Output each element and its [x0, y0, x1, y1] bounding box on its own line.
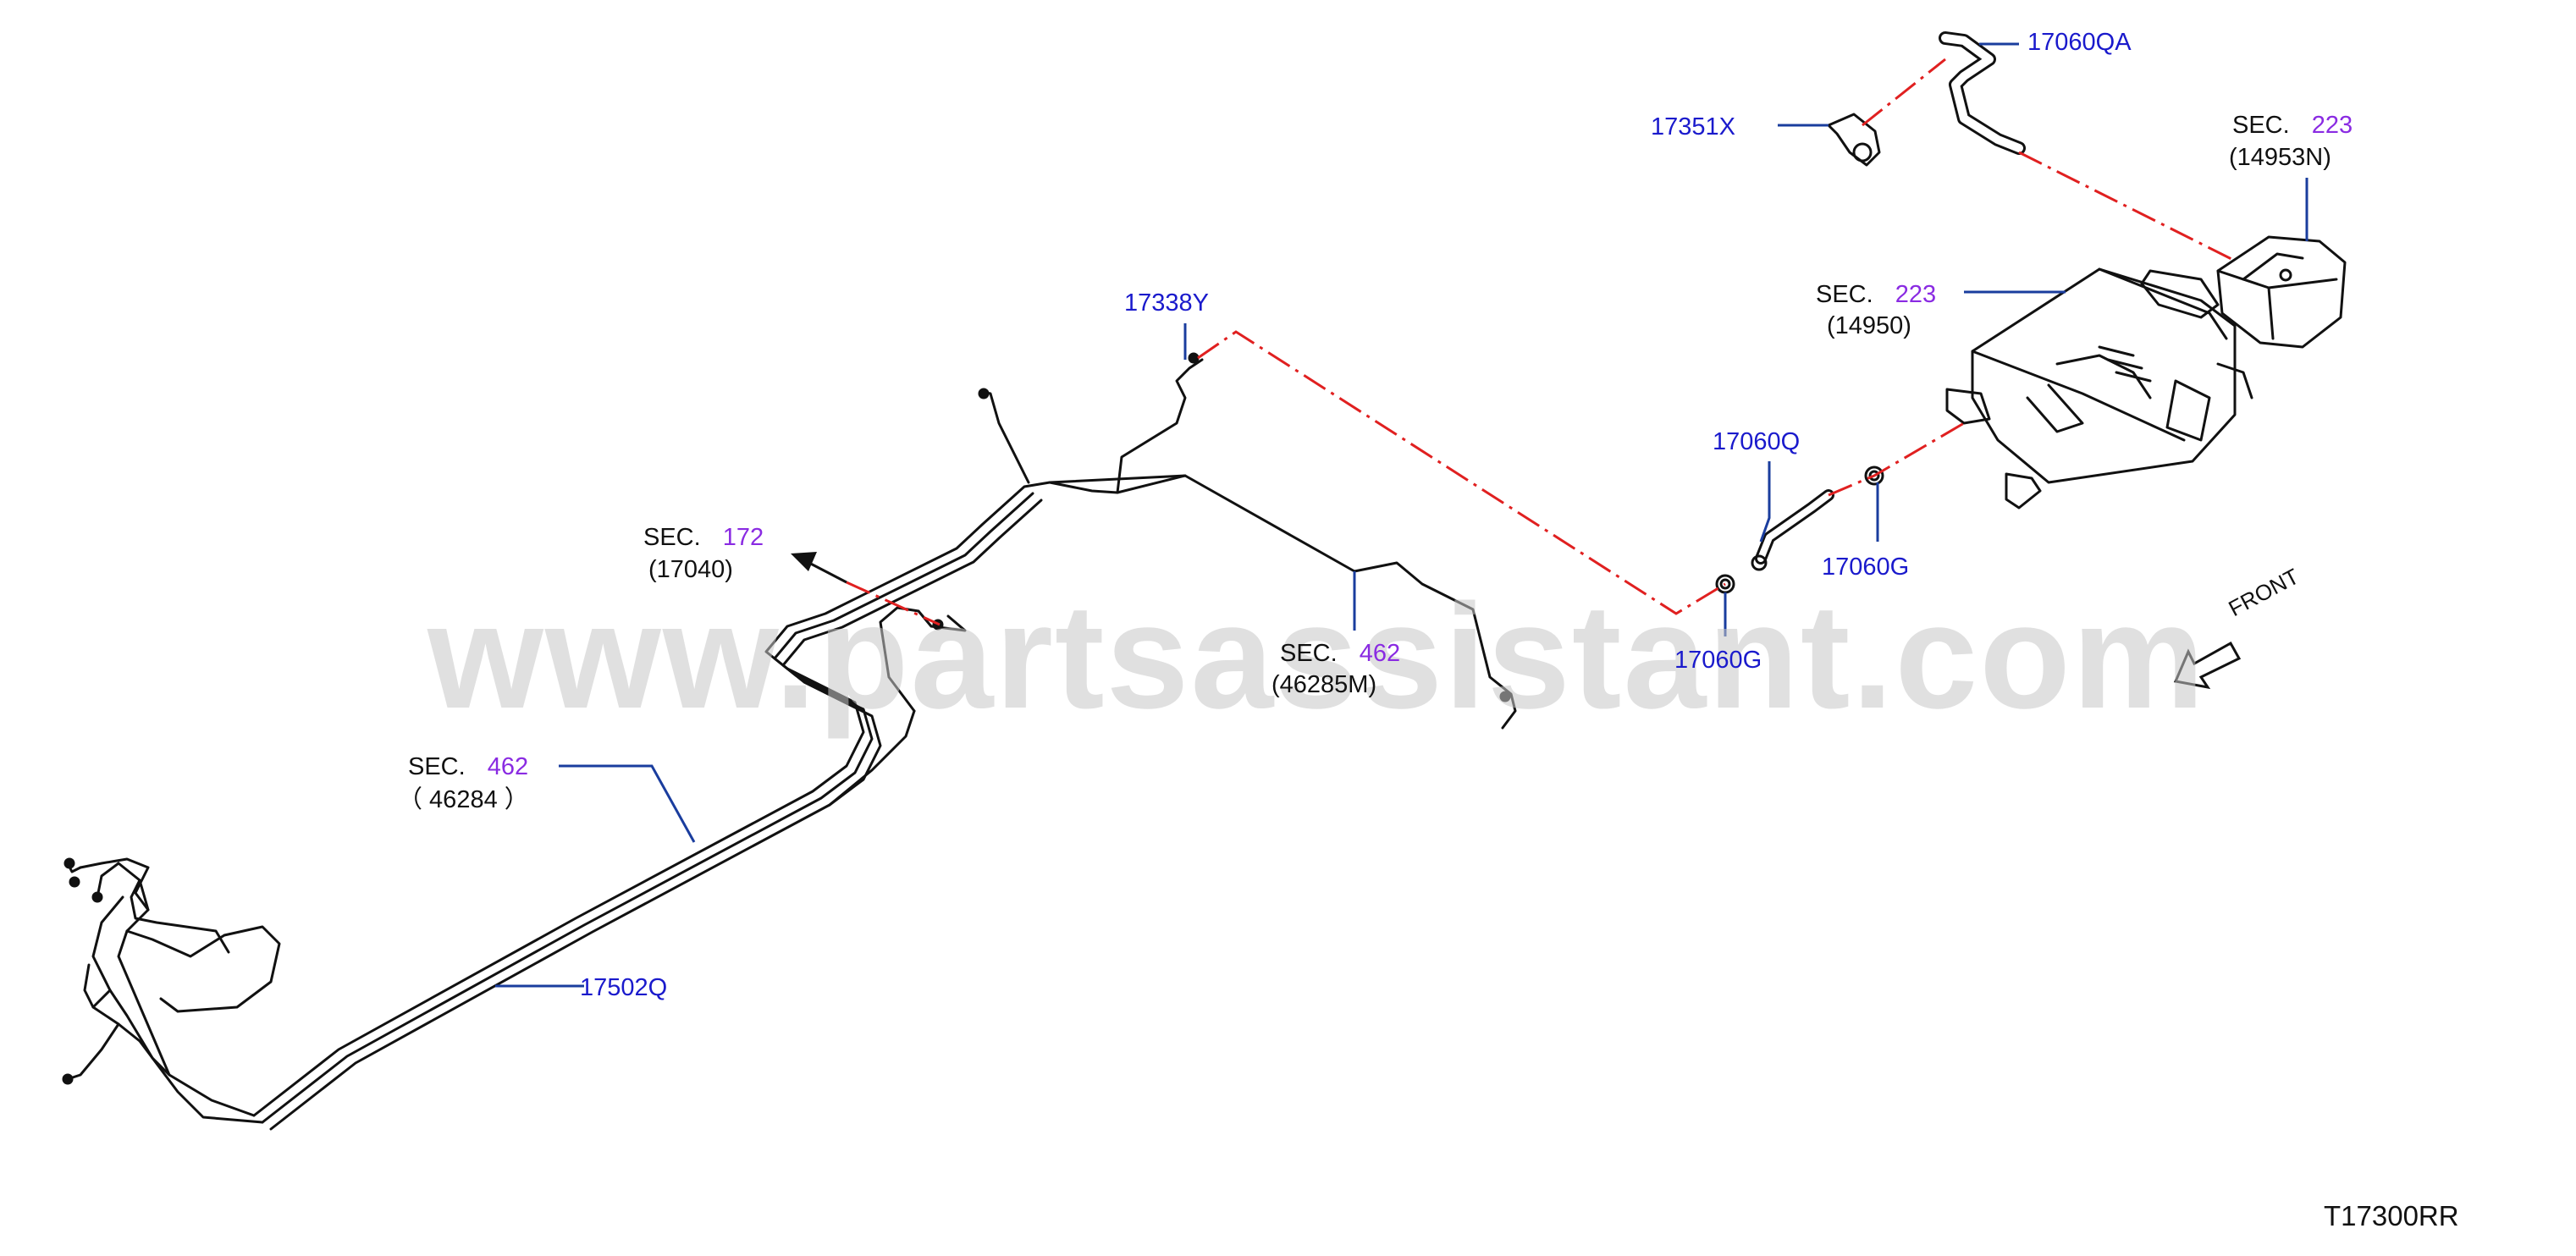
- section-number: 223: [2311, 112, 2353, 139]
- watermark: www.partsassistant.com: [427, 574, 2207, 740]
- section-label-172[interactable]: SEC. 172: [643, 526, 764, 550]
- section-label-462-left[interactable]: SEC. 462: [408, 755, 528, 779]
- section-ref-17040: (17040): [648, 556, 733, 583]
- filter-14953N: [2216, 235, 2347, 349]
- phantom-lines: [846, 58, 2236, 626]
- section-number: 172: [722, 524, 764, 551]
- part-label-17502Q[interactable]: 17502Q: [580, 974, 668, 1001]
- part-label-17351X[interactable]: 17351X: [1651, 113, 1735, 140]
- section-label-223-top[interactable]: SEC. 223: [2232, 113, 2353, 138]
- leader-lines: [495, 42, 2308, 988]
- section-prefix: SEC.: [2232, 112, 2290, 139]
- tube-bundle-17502Q: [252, 388, 1119, 1131]
- section-ref-46285M: (46285M): [1271, 671, 1377, 698]
- section-prefix: SEC.: [408, 753, 466, 780]
- section-ref-46284: （ 46284 ）: [398, 786, 529, 813]
- part-label-17060G-left[interactable]: 17060G: [1674, 647, 1762, 674]
- section-ref-14953N: (14953N): [2229, 144, 2331, 171]
- section-label-223-canister[interactable]: SEC. 223: [1816, 283, 1936, 307]
- part-label-17060G-right[interactable]: 17060G: [1822, 554, 1910, 581]
- direction-arrow-icon: [791, 552, 847, 584]
- part-label-17060Q[interactable]: 17060Q: [1713, 428, 1801, 455]
- canister-14950: [1945, 267, 2253, 510]
- section-prefix: SEC.: [1816, 281, 1873, 308]
- tube-branch-right: [1048, 352, 1517, 730]
- section-prefix: SEC.: [643, 524, 701, 551]
- tube-end-left: [62, 857, 281, 1124]
- hose-17060QA: [1939, 31, 2026, 155]
- part-label-17060QA[interactable]: 17060QA: [2027, 29, 2132, 56]
- section-ref-14950: (14950): [1827, 312, 1911, 339]
- hose-17060Q: [1715, 465, 1884, 594]
- diagram-code: T17300RR: [2324, 1200, 2459, 1231]
- clip-17351X: [1827, 113, 1881, 167]
- section-number: 462: [487, 753, 529, 780]
- part-label-17338Y[interactable]: 17338Y: [1124, 289, 1209, 317]
- section-prefix: SEC.: [1280, 640, 1338, 667]
- section-label-462-right[interactable]: SEC. 462: [1280, 642, 1400, 666]
- section-number: 462: [1359, 640, 1401, 667]
- section-number: 223: [1895, 281, 1937, 308]
- front-arrow-icon: [2173, 641, 2242, 690]
